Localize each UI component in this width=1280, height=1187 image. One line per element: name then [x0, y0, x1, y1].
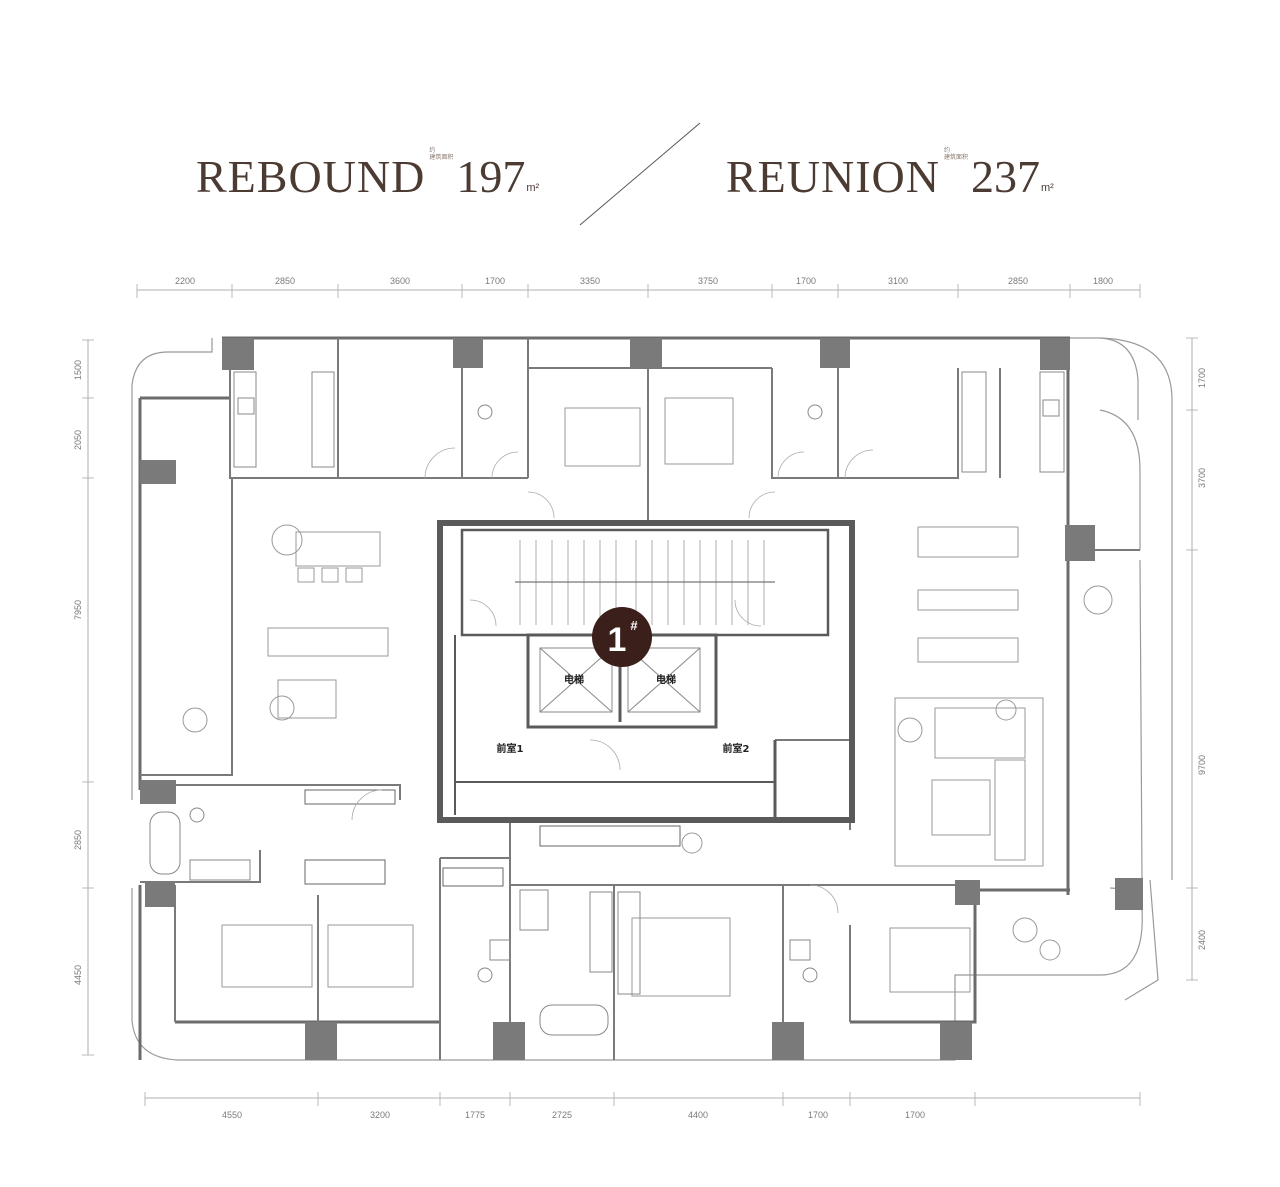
- core-block: [437, 520, 855, 823]
- structural-columns: [140, 338, 1143, 1060]
- exterior-walls: [138, 336, 1070, 1060]
- heading-rebound-caption: 约 建筑面积: [429, 148, 454, 161]
- building-tag: [592, 607, 652, 667]
- dim-top-4: 1700: [485, 276, 505, 286]
- elevator-2-label: 电梯: [656, 673, 676, 686]
- heading-reunion-unit: m²: [1041, 182, 1054, 194]
- heading-reunion-caption: 约 建筑面积: [943, 148, 968, 161]
- heading-rebound-name: REBOUND: [196, 151, 426, 202]
- dim-left-2: 2050: [73, 430, 83, 450]
- dim-top-2: 2850: [275, 276, 295, 286]
- dim-right-3: 9700: [1197, 755, 1207, 775]
- dim-top-3: 3600: [390, 276, 410, 286]
- dim-top-9: 2850: [1008, 276, 1028, 286]
- kitchen-counters: [233, 371, 1065, 473]
- dim-left-3: 7950: [73, 600, 83, 620]
- stair-treads: [515, 540, 775, 625]
- dimension-labels-left: 1500 2050 7950 2850 4450: [73, 360, 83, 985]
- bath-fixtures: [149, 404, 823, 1036]
- heading-rebound-unit: m²: [526, 182, 540, 194]
- heading-divider: [579, 122, 701, 226]
- lobby-1-label: 前室1: [497, 742, 524, 755]
- lobby-2-label: 前室2: [723, 742, 750, 755]
- dimension-lines: [82, 284, 1198, 1106]
- dim-bottom-2: 3200: [370, 1110, 390, 1120]
- dim-bottom-3: 1775: [465, 1110, 485, 1120]
- elevator-1-label: 电梯: [564, 673, 584, 686]
- dim-left-1: 1500: [73, 360, 83, 380]
- dim-bottom-5: 4400: [688, 1110, 708, 1120]
- dim-right-1: 1700: [1197, 368, 1207, 388]
- dim-top-6: 3750: [698, 276, 718, 286]
- dim-left-5: 4450: [73, 965, 83, 985]
- dim-top-8: 3100: [888, 276, 908, 286]
- heading-rebound: REBOUND 约 建筑面积 197 m²: [196, 140, 539, 200]
- heading-rebound-area: 197: [456, 151, 526, 202]
- dim-right-4: 2400: [1197, 930, 1207, 950]
- building-tag-number: 1: [608, 621, 627, 659]
- heading-reunion-name: REUNION: [726, 151, 940, 202]
- dim-top-7: 1700: [796, 276, 816, 286]
- furniture-living: [182, 524, 1113, 961]
- dimension-labels-top: 2200 2850 3600 1700 3350 3750 1700 3100 …: [175, 276, 1113, 286]
- dim-top-10: 1800: [1093, 276, 1113, 286]
- dim-bottom-1: 4550: [222, 1110, 242, 1120]
- dimension-labels-right: 1700 3700 9700 2400: [1197, 368, 1207, 950]
- door-swings: [351, 447, 874, 914]
- dim-right-2: 3700: [1197, 468, 1207, 488]
- building-tag-mark: #: [630, 618, 638, 633]
- heading-reunion: REUNION 约 建筑面积 237 m²: [726, 140, 1054, 200]
- heading-reunion-area: 237: [971, 151, 1040, 202]
- dim-left-4: 2850: [73, 830, 83, 850]
- closet-hatching: [304, 789, 681, 887]
- dim-bottom-6: 1700: [808, 1110, 828, 1120]
- dimension-labels-bottom: 4550 3200 1775 2725 4400 1700 1700: [222, 1110, 925, 1120]
- dim-bottom-7: 1700: [905, 1110, 925, 1120]
- furniture-beds: [221, 397, 991, 997]
- dim-top-1: 2200: [175, 276, 195, 286]
- outer-outline: [131, 337, 1173, 1061]
- dim-bottom-4: 2725: [552, 1110, 572, 1120]
- dim-top-5: 3350: [580, 276, 600, 286]
